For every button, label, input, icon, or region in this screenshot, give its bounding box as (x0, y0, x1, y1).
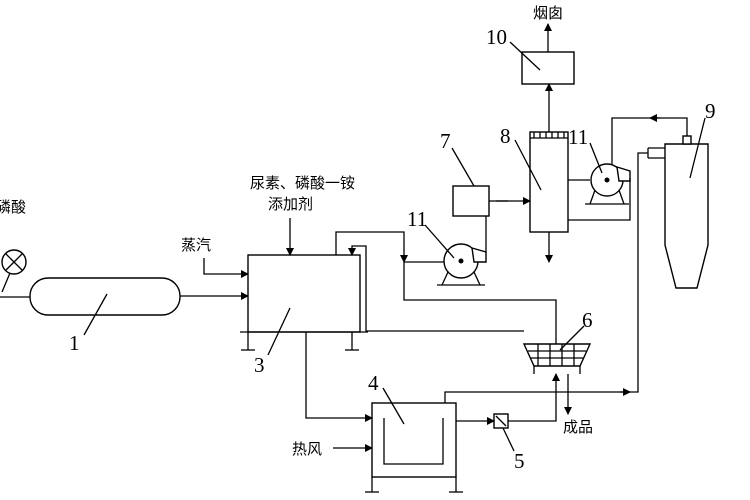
label-hot-air: 热风 (292, 440, 322, 458)
fan-11-left (437, 243, 487, 286)
chimney-box-10 (521, 51, 575, 85)
number-3: 3 (254, 353, 265, 377)
pipe-network (0, 23, 688, 452)
dryer-4 (365, 402, 463, 493)
number-7: 7 (440, 129, 451, 153)
number-11-left: 11 (407, 207, 427, 231)
number-4: 4 (368, 371, 379, 395)
unit-5 (493, 413, 509, 429)
leader-lines (83, 41, 706, 452)
number-11-right: 11 (568, 125, 588, 149)
number-6: 6 (582, 308, 593, 332)
label-acid: 磷酸 (0, 198, 26, 216)
fan-11-right (585, 163, 631, 205)
number-1: 1 (69, 331, 80, 355)
number-10: 10 (486, 25, 507, 49)
reactor-3 (240, 254, 368, 351)
label-product: 成品 (563, 418, 593, 436)
scrubber-tower-8 (529, 131, 569, 233)
number-9: 9 (705, 99, 716, 123)
label-steam: 蒸汽 (181, 236, 211, 254)
cyclone-9 (647, 135, 709, 289)
label-chimney: 烟囱 (533, 4, 563, 22)
number-8: 8 (500, 124, 511, 148)
flow-meter-symbol (1, 249, 27, 293)
label-urea: 尿素、磷酸一铵 (250, 174, 355, 192)
screen-6 (522, 343, 592, 374)
label-additive: 添加剂 (268, 195, 313, 213)
number-5: 5 (514, 449, 525, 473)
unit-7 (452, 185, 490, 217)
